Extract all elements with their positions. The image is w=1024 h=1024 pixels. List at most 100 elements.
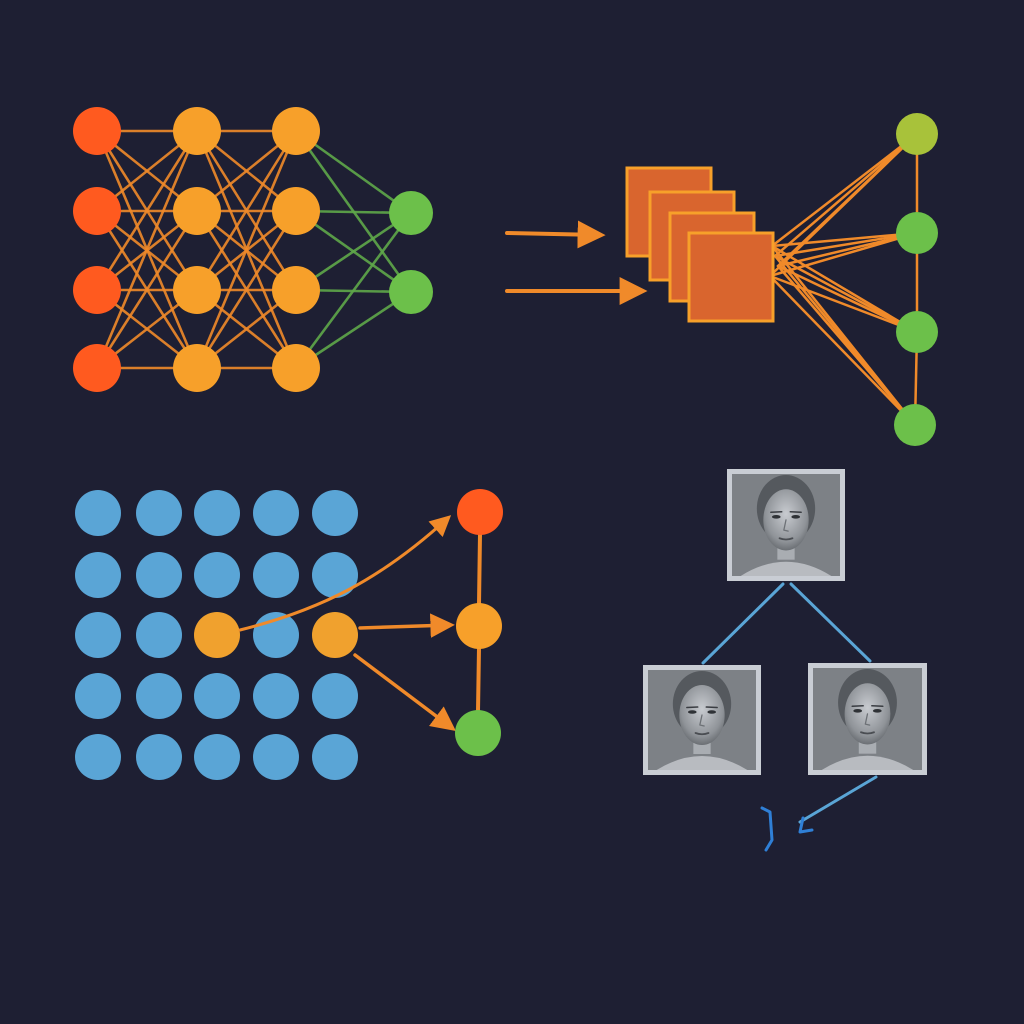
grid-node (253, 490, 299, 536)
grid-node (253, 734, 299, 780)
feature-map-4 (687, 231, 775, 323)
grid-output-node-1 (457, 489, 503, 535)
network-edge (95, 209, 199, 370)
feature-map-edge (768, 274, 917, 427)
eye-right (872, 709, 882, 713)
grid-node (194, 734, 240, 780)
eye-left (687, 710, 697, 714)
network-node-l2-1 (173, 107, 221, 155)
output-connector (476, 646, 481, 713)
network-node-l2-4 (173, 344, 221, 392)
grid-node (75, 612, 121, 658)
eye-left (853, 709, 863, 713)
tree-edge-right (789, 582, 872, 663)
grid-node (312, 673, 358, 719)
network-edge (195, 129, 298, 292)
feature-map-edge (776, 264, 917, 427)
input-arrow-top (505, 220, 606, 249)
nose (699, 714, 705, 727)
grid-node (194, 673, 240, 719)
network-node-l1-4 (73, 344, 121, 392)
conv-output-node-4 (894, 404, 936, 446)
feature-map-edge (776, 264, 919, 334)
network-edge (195, 209, 298, 370)
tree-fragment-marks (760, 806, 814, 852)
grid-node (312, 552, 358, 598)
shoulders (740, 561, 832, 576)
mouth (778, 537, 794, 541)
face-image-3 (808, 663, 927, 775)
grid-node (194, 490, 240, 536)
feature-map-edge (770, 231, 919, 248)
grid-node-highlighted (194, 612, 240, 658)
nose (783, 519, 789, 532)
face-images (643, 469, 927, 775)
nose (864, 713, 871, 726)
network-edge (294, 211, 413, 370)
brow-right (789, 510, 802, 514)
network-edge (95, 129, 199, 370)
eye-right (791, 515, 801, 519)
grid-output-nodes (455, 489, 503, 756)
feature-map-edges (768, 132, 919, 427)
network-edge (95, 129, 199, 292)
face-tree-edges (701, 582, 878, 824)
grid-node (136, 673, 182, 719)
grid-node (312, 734, 358, 780)
feature-map-stack (625, 166, 775, 323)
feedforward-network-panel (73, 107, 433, 392)
grid-output-node-3 (455, 710, 501, 756)
output-connector (477, 532, 482, 606)
brow-right (705, 706, 718, 709)
network-node-l1-3 (73, 266, 121, 314)
conv-output-node-2 (896, 212, 938, 254)
network-node-l4-2 (389, 270, 433, 314)
convolution-output-nodes (894, 113, 938, 446)
mouth (694, 732, 710, 736)
convolution-panel (505, 113, 938, 446)
grid-node (75, 490, 121, 536)
feature-map-edge (768, 132, 919, 278)
conv-output-node-1 (896, 113, 938, 155)
tree-edge-lower (798, 775, 878, 824)
grid-node (136, 612, 182, 658)
network-node-l3-4 (272, 344, 320, 392)
network-nodes (73, 107, 433, 392)
grid-attention-panel (75, 489, 503, 780)
grid-output-node-2 (456, 603, 502, 649)
feature-map-edge (768, 231, 919, 278)
grid-node-highlighted (312, 612, 358, 658)
grid-node (75, 734, 121, 780)
network-node-l4-1 (389, 191, 433, 235)
network-node-l3-1 (272, 107, 320, 155)
brow-left (851, 704, 864, 708)
grid-node (194, 552, 240, 598)
grid-node (253, 673, 299, 719)
feature-map-edge (770, 132, 919, 248)
network-node-l3-3 (272, 266, 320, 314)
network-edge (195, 129, 298, 370)
grid-node (312, 490, 358, 536)
attention-arrow-bottom (353, 653, 456, 731)
grid-node (75, 673, 121, 719)
attention-arrow-middle (358, 613, 455, 638)
conv-output-node-3 (896, 311, 938, 353)
feature-map-edge (773, 231, 919, 258)
shoulders (656, 756, 748, 770)
attention-arrow-top (238, 515, 452, 632)
network-node-l2-2 (173, 187, 221, 235)
face-image-2 (643, 665, 761, 775)
eye-left (771, 515, 781, 519)
grid-node (136, 552, 182, 598)
brow-left (770, 510, 783, 514)
face-tree-panel (643, 469, 927, 852)
network-node-l2-3 (173, 266, 221, 314)
network-node-l1-1 (73, 107, 121, 155)
tree-edge-left (701, 582, 785, 665)
grid-node (253, 552, 299, 598)
network-edges (95, 129, 413, 370)
mouth (860, 731, 875, 735)
face-image-1 (727, 469, 845, 581)
grid-node (75, 552, 121, 598)
